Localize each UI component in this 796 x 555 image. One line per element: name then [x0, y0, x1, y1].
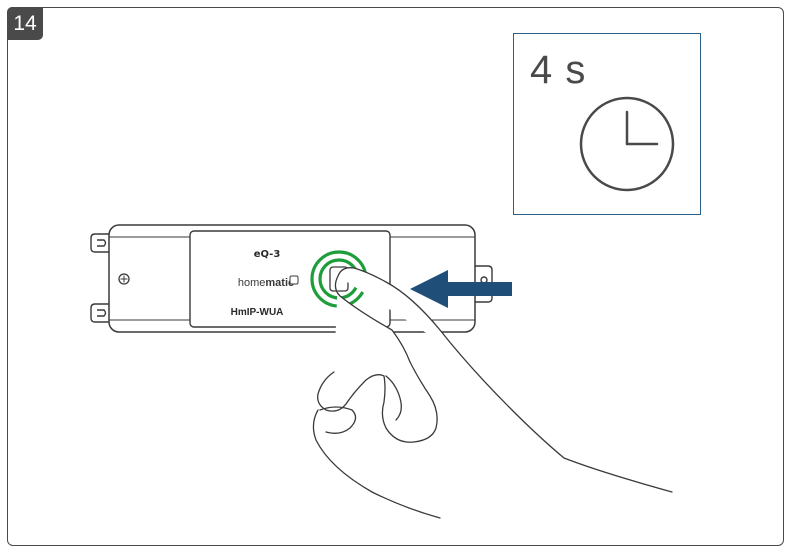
- mounting-tab-top: [90, 233, 110, 253]
- clock-icon: [579, 96, 675, 192]
- mounting-tab-bottom: [90, 303, 110, 323]
- brand-label: homematic: [238, 277, 294, 289]
- model-label: HmIP-WUA: [231, 307, 284, 318]
- illustration-frame: [7, 7, 784, 546]
- hand-pressing-icon: [312, 267, 673, 519]
- timer-duration: 4 s: [530, 48, 587, 92]
- timer-panel: 4 s: [513, 33, 701, 215]
- manufacturer-logo: eQ-3: [254, 249, 281, 260]
- step-number-badge: 14: [7, 7, 43, 40]
- arrow-left-icon: [410, 270, 512, 308]
- screw-icon: [118, 273, 130, 285]
- brand-mark-icon: [289, 275, 299, 285]
- thumb-outline: [319, 406, 357, 434]
